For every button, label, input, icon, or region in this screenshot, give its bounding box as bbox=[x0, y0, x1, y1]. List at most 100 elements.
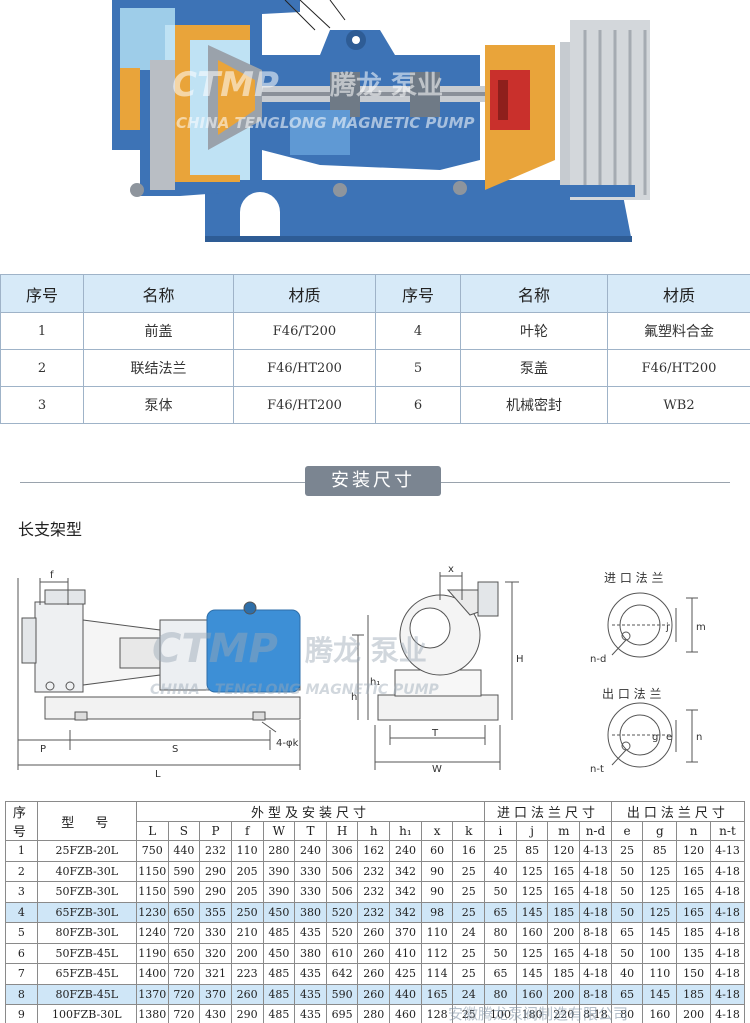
cell: 24 bbox=[452, 983, 486, 1005]
cell: 435 bbox=[294, 983, 327, 1005]
cell: 125 bbox=[642, 901, 678, 923]
cell: 4-18 bbox=[709, 963, 746, 985]
pump-section-illustration: CTMP 腾龙 泵业 CHINA TENGLONG MAGNETIC PUMP bbox=[0, 0, 750, 252]
cell: 85 bbox=[642, 840, 678, 862]
col-S: S bbox=[167, 821, 201, 841]
cell: 25 bbox=[452, 963, 486, 985]
cell: 50 bbox=[610, 881, 644, 903]
col-P: P bbox=[199, 821, 232, 841]
model-cell: 100FZB-30L bbox=[36, 1004, 137, 1023]
col-no: 序号 bbox=[0, 274, 84, 313]
cell: F46/T200 bbox=[233, 312, 376, 350]
cell: 前盖 bbox=[83, 312, 234, 350]
cell: 50 bbox=[610, 901, 644, 923]
cell: 4-18 bbox=[709, 942, 746, 964]
cell: 260 bbox=[230, 983, 264, 1005]
cell: 128 bbox=[420, 1004, 454, 1023]
dim-label-h-small: h bbox=[351, 692, 357, 703]
cell: 4-18 bbox=[579, 860, 612, 882]
col-no: 序号 bbox=[375, 274, 461, 313]
col-j: j bbox=[515, 821, 549, 841]
cell: 160 bbox=[515, 922, 549, 944]
cell: 1240 bbox=[135, 922, 169, 944]
col-nd: n-d bbox=[579, 821, 612, 841]
cell: 430 bbox=[199, 1004, 232, 1023]
cell: 380 bbox=[294, 942, 327, 964]
dim-label-w: W bbox=[432, 764, 442, 775]
col-e: e bbox=[610, 821, 644, 841]
cell: 232 bbox=[357, 881, 391, 903]
table-row: 3 泵体 F46/HT200 6 机械密封 WB2 bbox=[0, 386, 750, 424]
cell: 120 bbox=[676, 840, 711, 862]
dim-label-s: S bbox=[172, 744, 178, 755]
section-divider-left bbox=[20, 482, 305, 483]
cell: 8-18 bbox=[579, 983, 612, 1005]
cell: 6 bbox=[5, 942, 38, 964]
cell: 50 bbox=[610, 942, 644, 964]
cell: 330 bbox=[294, 881, 327, 903]
parts-table-header: 序号 名称 材质 序号 名称 材质 bbox=[0, 274, 750, 313]
cell: 1 bbox=[5, 840, 38, 862]
cell: 185 bbox=[547, 901, 581, 923]
cell: 165 bbox=[547, 942, 581, 964]
cell: 112 bbox=[420, 942, 454, 964]
cell: 3 bbox=[5, 881, 38, 903]
col-L: L bbox=[135, 821, 169, 841]
cell: 220 bbox=[547, 1004, 581, 1023]
cell: 200 bbox=[547, 983, 581, 1005]
cell: 110 bbox=[642, 963, 678, 985]
col-name: 名称 bbox=[460, 274, 608, 313]
drawing-watermark-logo: CTMP 腾龙 泵业 CHINA · TENGLONG MAGNETIC PUM… bbox=[150, 626, 440, 698]
cell: 240 bbox=[294, 840, 327, 862]
cell: 342 bbox=[389, 881, 422, 903]
dim-label-nt: n-t bbox=[590, 764, 604, 775]
cell: 90 bbox=[420, 860, 454, 882]
cell: 165 bbox=[547, 881, 581, 903]
cell: F46/HT200 bbox=[233, 349, 376, 387]
cell: 185 bbox=[547, 963, 581, 985]
hero-logo-text: CTMP bbox=[172, 65, 279, 105]
cell: 8-18 bbox=[579, 922, 612, 944]
cell: 750 bbox=[135, 840, 169, 862]
cell: 485 bbox=[262, 922, 296, 944]
cell: 290 bbox=[199, 881, 232, 903]
cell: 260 bbox=[357, 963, 391, 985]
cell: 330 bbox=[294, 860, 327, 882]
cell: 695 bbox=[325, 1004, 359, 1023]
cell: 145 bbox=[642, 922, 678, 944]
col-name: 名称 bbox=[83, 274, 234, 313]
cell: 435 bbox=[294, 922, 327, 944]
cell: F46/HT200 bbox=[607, 349, 750, 387]
cell: 叶轮 bbox=[460, 312, 608, 350]
cell: 7 bbox=[5, 963, 38, 985]
col-material: 材质 bbox=[233, 274, 376, 313]
cell: 25 bbox=[610, 840, 644, 862]
cell: 4 bbox=[375, 312, 461, 350]
cell: 145 bbox=[642, 983, 678, 1005]
cell: 185 bbox=[676, 983, 711, 1005]
parts-material-table: 序号 名称 材质 序号 名称 材质 1 前盖 F46/T200 4 叶轮 氟塑料… bbox=[0, 274, 750, 424]
col-g: g bbox=[642, 821, 678, 841]
cell: 4-18 bbox=[579, 901, 612, 923]
col-W: W bbox=[262, 821, 296, 841]
cell: 165 bbox=[676, 881, 711, 903]
model-cell: 50FZB-45L bbox=[36, 942, 137, 964]
cell: 435 bbox=[294, 1004, 327, 1023]
cell: 125 bbox=[515, 881, 549, 903]
cell: 2 bbox=[5, 860, 38, 882]
cell: 联结法兰 bbox=[83, 349, 234, 387]
cell: 330 bbox=[199, 922, 232, 944]
cell: 180 bbox=[515, 1004, 549, 1023]
cell: 165 bbox=[676, 901, 711, 923]
cell: 240 bbox=[389, 840, 422, 862]
cell: 440 bbox=[389, 983, 422, 1005]
cell: 280 bbox=[262, 840, 296, 862]
cell: 260 bbox=[357, 942, 391, 964]
cell: 520 bbox=[325, 901, 359, 923]
